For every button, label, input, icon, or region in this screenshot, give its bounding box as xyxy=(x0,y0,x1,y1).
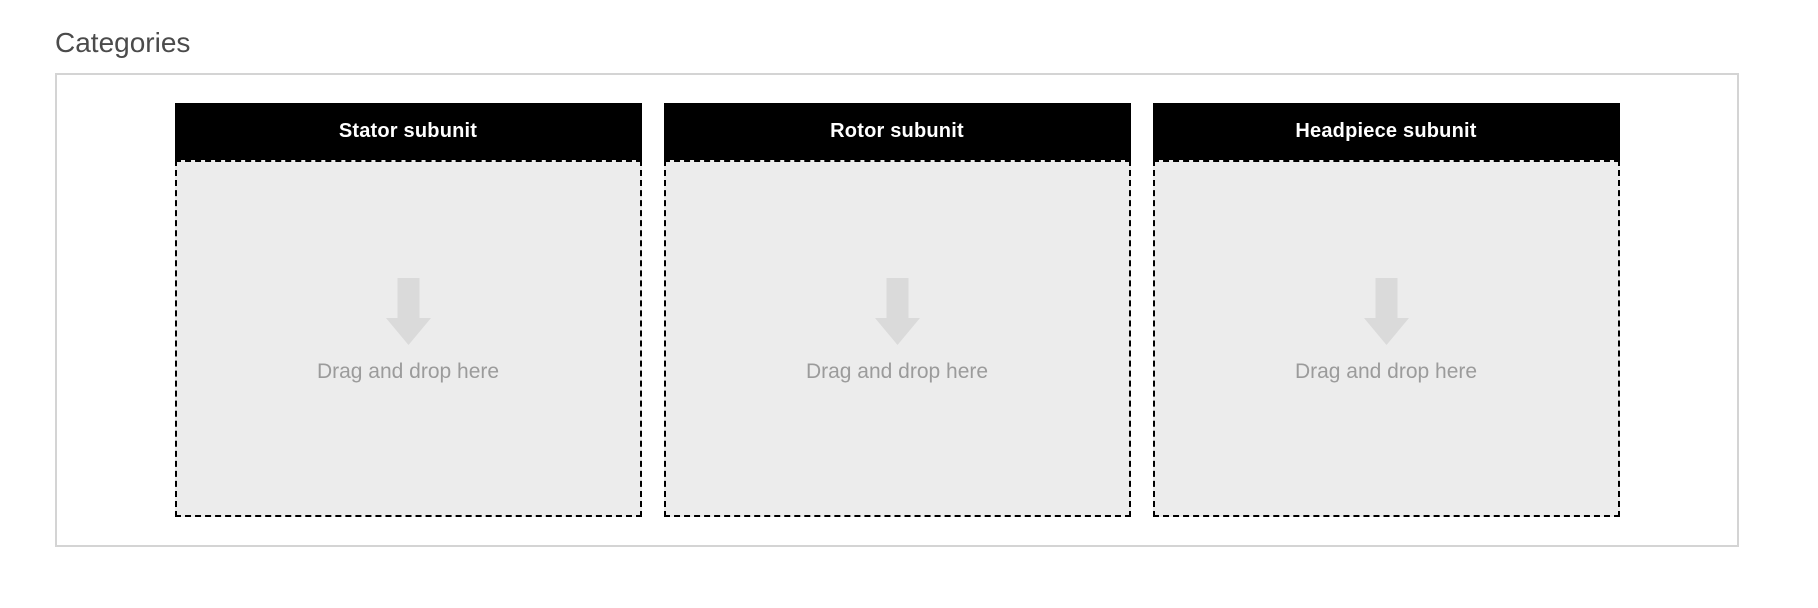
category-box-rotor: Rotor subunit Drag and drop here xyxy=(663,103,1131,517)
category-header-stator: Stator subunit xyxy=(174,103,642,160)
drop-hint-label: Drag and drop here xyxy=(316,359,500,383)
drop-zone-headpiece[interactable]: Drag and drop here xyxy=(1152,160,1620,517)
category-header-rotor: Rotor subunit xyxy=(663,103,1131,160)
arrow-down-icon xyxy=(1363,277,1409,345)
drop-hint-label: Drag and drop here xyxy=(1294,359,1478,383)
category-box-stator: Stator subunit Drag and drop here xyxy=(174,103,642,517)
category-header-headpiece: Headpiece subunit xyxy=(1152,103,1620,160)
categories-container: Stator subunit Drag and drop here Rotor … xyxy=(55,73,1739,547)
arrow-down-icon xyxy=(874,277,920,345)
arrow-down-icon xyxy=(385,277,431,345)
category-box-headpiece: Headpiece subunit Drag and drop here xyxy=(1152,103,1620,517)
page-title: Categories xyxy=(55,27,191,58)
drop-zone-rotor[interactable]: Drag and drop here xyxy=(663,160,1131,517)
drop-zone-stator[interactable]: Drag and drop here xyxy=(174,160,642,517)
drop-hint-label: Drag and drop here xyxy=(805,359,989,383)
